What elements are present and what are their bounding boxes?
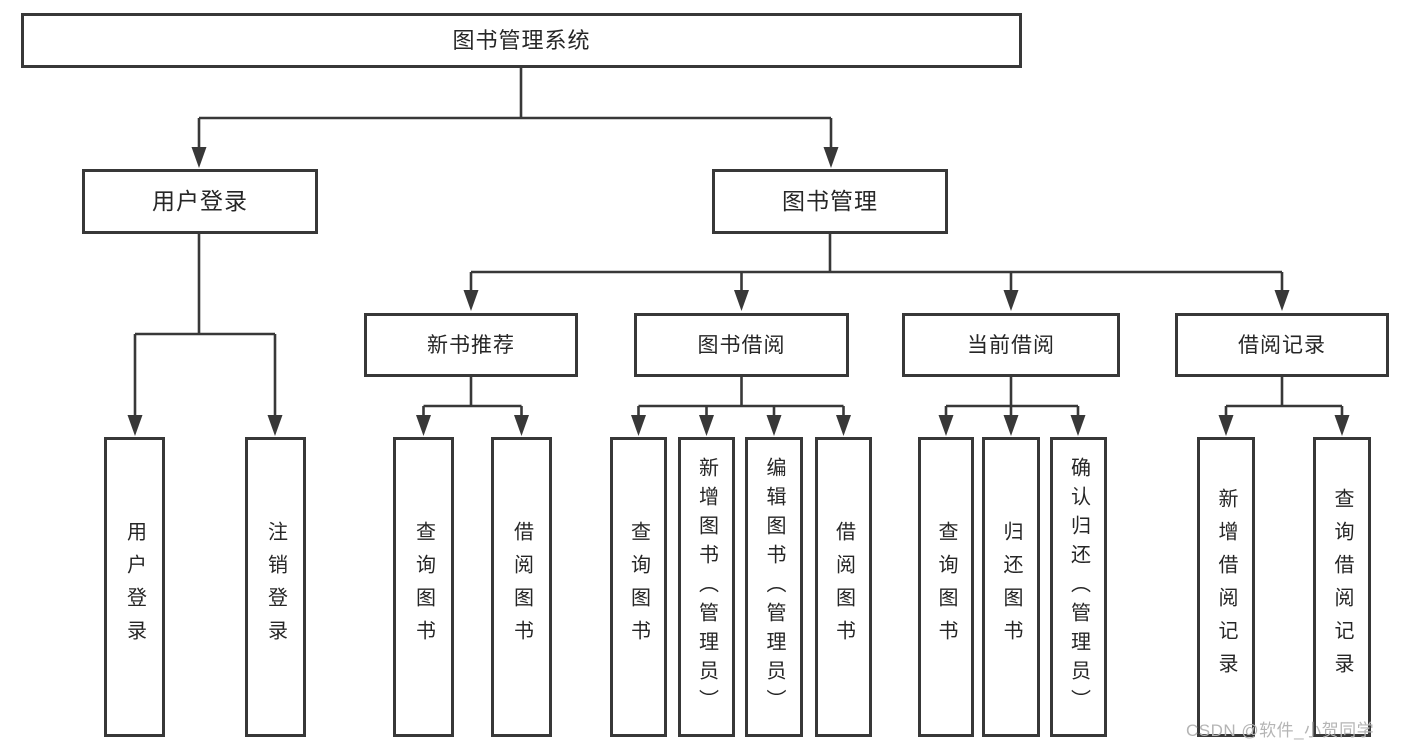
- node-new-book-recommend-label: 新书推荐: [427, 333, 515, 357]
- leaf-borrow-add-books-admin: 新增图书（管理员）: [678, 437, 735, 737]
- node-book-management-branch-label: 图书管理: [782, 188, 878, 214]
- leaf-borrow-query-books-label: 查询图书: [627, 521, 650, 653]
- leaf-recommend-query-books-label: 查询图书: [412, 521, 435, 653]
- node-book-borrow-label: 图书借阅: [697, 333, 786, 357]
- leaf-records-query-record-label: 查询借阅记录: [1331, 488, 1353, 686]
- csdn-watermark: CSDN @软件_小贺同学: [1186, 721, 1375, 740]
- leaf-current-confirm-return-admin-label: 确认归还（管理员）: [1067, 456, 1090, 718]
- leaf-current-confirm-return-admin: 确认归还（管理员）: [1050, 437, 1107, 737]
- node-book-management-branch: 图书管理: [712, 169, 948, 234]
- node-user-login-branch-label: 用户登录: [152, 188, 248, 214]
- node-book-borrow: 图书借阅: [634, 313, 849, 377]
- leaf-records-add-record-label: 新增借阅记录: [1215, 488, 1237, 686]
- leaf-borrow-query-books: 查询图书: [610, 437, 667, 737]
- leaf-recommend-borrow-books-label: 借阅图书: [510, 521, 533, 653]
- node-user-login-branch: 用户登录: [82, 169, 318, 234]
- leaf-user-login: 用户登录: [104, 437, 165, 737]
- leaf-current-return-books: 归还图书: [982, 437, 1040, 737]
- leaf-logout: 注销登录: [245, 437, 306, 737]
- leaf-borrow-borrow-books: 借阅图书: [815, 437, 872, 737]
- node-borrow-records: 借阅记录: [1175, 313, 1389, 377]
- node-library-management-system: 图书管理系统: [21, 13, 1022, 68]
- leaf-borrow-edit-books-admin: 编辑图书（管理员）: [745, 437, 803, 737]
- leaf-current-query-books-label: 查询图书: [935, 521, 957, 653]
- leaf-logout-label: 注销登录: [264, 521, 287, 653]
- node-current-borrow: 当前借阅: [902, 313, 1120, 377]
- leaf-current-return-books-label: 归还图书: [1000, 521, 1022, 653]
- node-borrow-records-label: 借阅记录: [1238, 333, 1326, 357]
- leaf-borrow-add-books-admin-label: 新增图书（管理员）: [695, 456, 718, 718]
- leaf-borrow-edit-books-admin-label: 编辑图书（管理员）: [763, 456, 785, 718]
- node-current-borrow-label: 当前借阅: [967, 333, 1055, 357]
- node-library-management-system-label: 图书管理系统: [452, 27, 591, 53]
- leaf-records-query-record: 查询借阅记录: [1313, 437, 1371, 737]
- leaf-current-query-books: 查询图书: [918, 437, 974, 737]
- node-new-book-recommend: 新书推荐: [364, 313, 578, 377]
- leaf-user-login-label: 用户登录: [123, 521, 146, 653]
- leaf-records-add-record: 新增借阅记录: [1197, 437, 1255, 737]
- leaf-recommend-query-books: 查询图书: [393, 437, 454, 737]
- leaf-recommend-borrow-books: 借阅图书: [491, 437, 552, 737]
- leaf-borrow-borrow-books-label: 借阅图书: [832, 521, 855, 653]
